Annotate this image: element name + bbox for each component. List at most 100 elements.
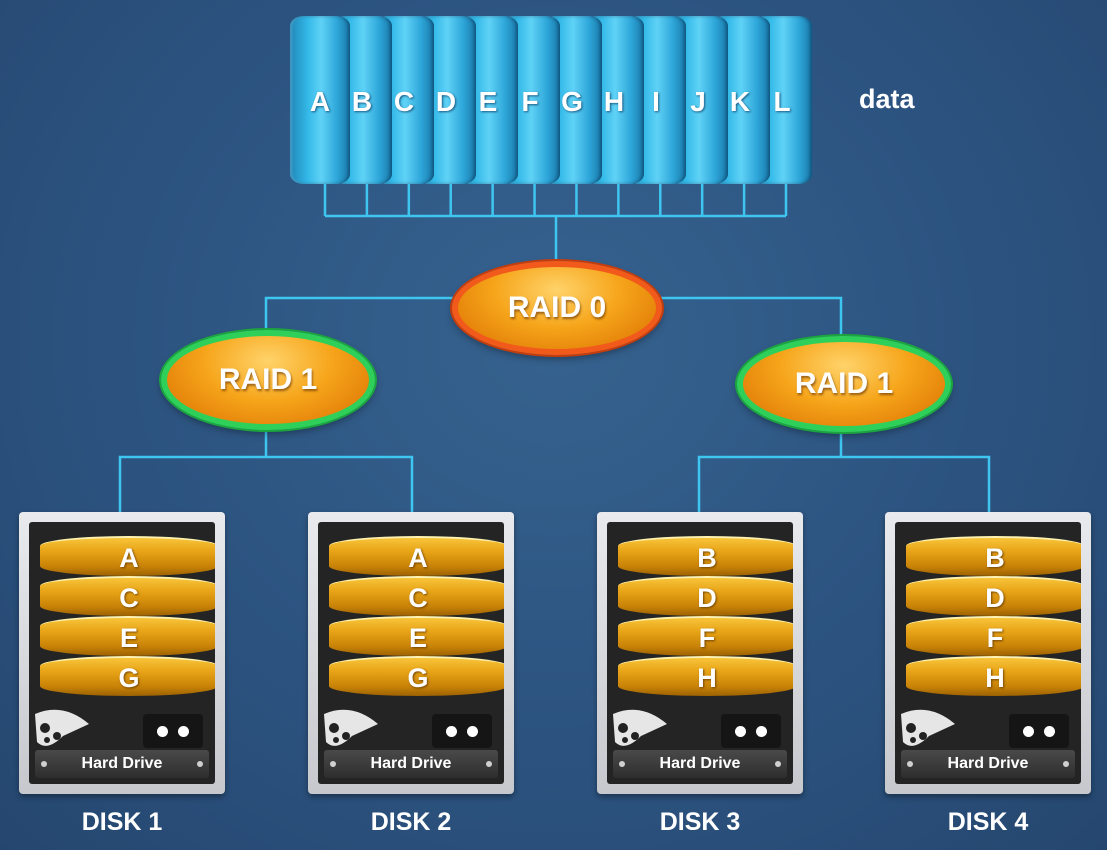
platter-block-label: F xyxy=(986,623,1004,653)
platter-block-label: C xyxy=(119,583,139,613)
platter: A xyxy=(40,536,215,576)
data-block-label: D xyxy=(435,86,457,117)
platter: A xyxy=(329,536,504,576)
raid-1-right-node: RAID 1 xyxy=(737,336,951,432)
drive-nameplate: Hard Drive xyxy=(324,750,498,778)
disk-label: DISK 3 xyxy=(659,808,741,836)
led-indicator xyxy=(735,725,746,737)
drive-base: Hard Drive xyxy=(607,704,793,784)
drive-base: Hard Drive xyxy=(318,704,504,784)
led-indicator xyxy=(1044,725,1055,737)
raid-1-left-node: RAID 1 xyxy=(161,330,375,430)
drive-nameplate: Hard Drive xyxy=(35,750,209,778)
disk-label: DISK 4 xyxy=(947,808,1029,836)
read-head-icon xyxy=(901,709,955,746)
screw-icon xyxy=(197,761,203,767)
platter-block-label: B xyxy=(985,543,1005,573)
drive-base: Hard Drive xyxy=(29,704,215,784)
led-panel xyxy=(721,714,781,748)
platter-block-label: G xyxy=(407,663,429,693)
data-block-label: L xyxy=(773,86,791,117)
screw-icon xyxy=(907,761,913,767)
data-block-label: E xyxy=(478,86,498,117)
led-panel xyxy=(1009,714,1069,748)
platter-block-label: G xyxy=(118,663,140,693)
raid-0-label: RAID 0 xyxy=(507,291,607,324)
read-head-icon xyxy=(35,709,89,746)
raid-1-left-label: RAID 1 xyxy=(218,363,318,396)
platter-block-label: E xyxy=(119,623,138,653)
data-block-label: F xyxy=(521,86,539,117)
led-indicator xyxy=(756,725,767,737)
raid-0-node: RAID 0 xyxy=(452,261,662,355)
platter: F xyxy=(906,616,1081,656)
platter: B xyxy=(906,536,1081,576)
disk-label: DISK 2 xyxy=(370,808,452,836)
data-block-label: A xyxy=(309,86,331,117)
platter-block-label: H xyxy=(985,663,1005,693)
led-indicator xyxy=(467,725,478,737)
platter: G xyxy=(40,656,215,696)
platter: D xyxy=(906,576,1081,616)
platter-block-label: F xyxy=(698,623,716,653)
read-head-icon xyxy=(324,709,378,746)
data-block-label: C xyxy=(393,86,415,117)
platter: H xyxy=(618,656,793,696)
platter: C xyxy=(40,576,215,616)
led-indicator xyxy=(1023,725,1034,737)
raid-1-right-label: RAID 1 xyxy=(794,367,894,400)
platter-block-label: A xyxy=(408,543,428,573)
platter: E xyxy=(329,616,504,656)
platter: D xyxy=(618,576,793,616)
disk-label: DISK 1 xyxy=(81,808,163,836)
platter-block-label: C xyxy=(408,583,428,613)
platter-block-label: E xyxy=(408,623,427,653)
platter: B xyxy=(618,536,793,576)
screw-icon xyxy=(619,761,625,767)
nameplate-text: Hard Drive xyxy=(370,755,452,772)
platter-block-label: B xyxy=(697,543,717,573)
nameplate-text: Hard Drive xyxy=(81,755,163,772)
platter: C xyxy=(329,576,504,616)
platter-block-label: D xyxy=(697,583,717,613)
platter-block-label: A xyxy=(119,543,139,573)
screw-icon xyxy=(1063,761,1069,767)
led-panel xyxy=(143,714,203,748)
drive-nameplate: Hard Drive xyxy=(901,750,1075,778)
data-block-label: J xyxy=(690,86,706,117)
screw-icon xyxy=(41,761,47,767)
data-label: data xyxy=(859,84,915,114)
drive-base: Hard Drive xyxy=(895,704,1081,784)
platter: H xyxy=(906,656,1081,696)
data-block-label: H xyxy=(603,86,625,117)
read-head-icon xyxy=(613,709,667,746)
data-block-label: B xyxy=(351,86,373,117)
led-indicator xyxy=(178,725,189,737)
platter: F xyxy=(618,616,793,656)
platter: E xyxy=(40,616,215,656)
led-indicator xyxy=(157,725,168,737)
led-panel xyxy=(432,714,492,748)
data-block-label: G xyxy=(561,86,583,117)
data-block: A xyxy=(290,16,350,184)
platter: G xyxy=(329,656,504,696)
screw-icon xyxy=(486,761,492,767)
screw-icon xyxy=(775,761,781,767)
nameplate-text: Hard Drive xyxy=(659,755,741,772)
screw-icon xyxy=(330,761,336,767)
data-block-label: I xyxy=(652,86,660,117)
led-indicator xyxy=(446,725,457,737)
